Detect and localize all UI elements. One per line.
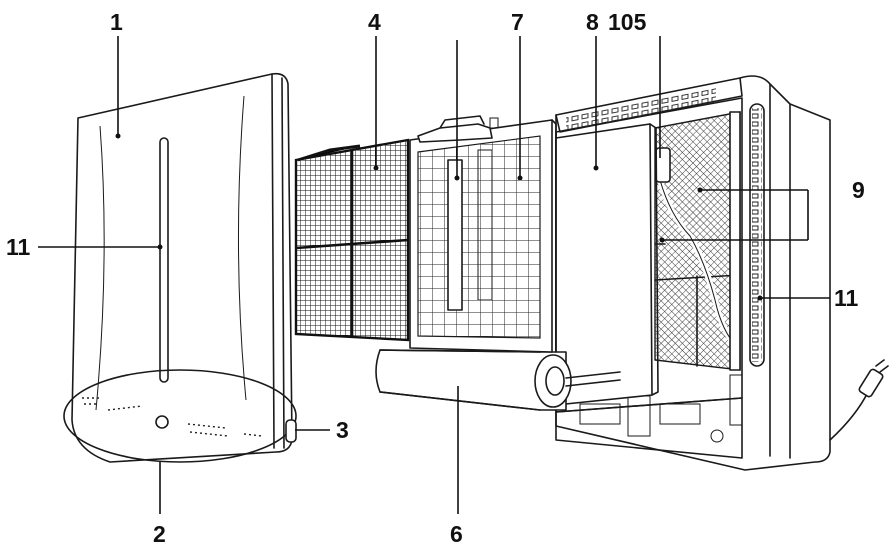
- callout-7: 7: [511, 9, 524, 35]
- callout-6: 6: [450, 521, 463, 547]
- callout-1: 1: [110, 9, 123, 35]
- power-cord: [829, 359, 889, 441]
- filter-frame-7: [409, 115, 557, 353]
- callout-8: 8: [586, 9, 599, 35]
- callout-3: 3: [336, 417, 349, 443]
- roller-tray-6: [375, 349, 621, 411]
- callout-2: 2: [153, 521, 166, 547]
- callout-11-right: 11: [834, 285, 859, 311]
- callout-labels: 1 2 3 4 6 7 8 105 9 11 11: [6, 9, 865, 547]
- pre-filter-4: [294, 138, 410, 342]
- callout-105: 105: [608, 9, 647, 35]
- filter-panel-8: [555, 123, 659, 406]
- leader-lines: [38, 36, 830, 514]
- front-panel-1: [63, 72, 297, 463]
- callout-9: 9: [852, 177, 865, 203]
- callout-11-left: 11: [6, 234, 31, 260]
- leader-dots: [115, 133, 763, 301]
- callout-4: 4: [368, 9, 381, 35]
